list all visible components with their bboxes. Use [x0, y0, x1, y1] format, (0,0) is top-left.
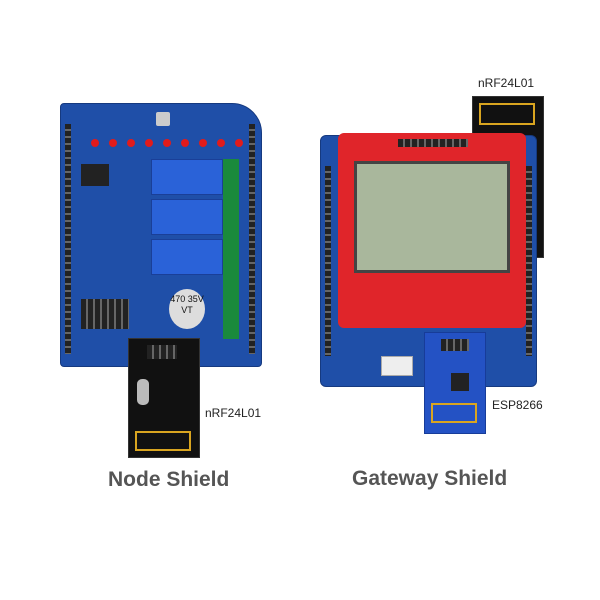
- node-shield-title: Node Shield: [108, 468, 230, 491]
- ic-chip: [81, 164, 109, 186]
- nokia-lcd-frame: [338, 133, 526, 328]
- capacitor: 470 35V VT: [169, 289, 205, 329]
- relay-2: [151, 199, 223, 235]
- pcb-antenna: [135, 431, 191, 451]
- esp8266-label: ESP8266: [492, 398, 543, 412]
- esp-pin-header: [441, 339, 469, 351]
- terminal-block: [223, 159, 239, 339]
- pin-header-right: [249, 124, 255, 354]
- connector: [381, 356, 413, 376]
- gateway-radio-label: nRF24L01: [478, 76, 535, 90]
- reset-button: [156, 112, 170, 126]
- node-radio-label: nRF24L01: [205, 406, 262, 420]
- nrf-pin-header: [147, 345, 177, 359]
- pcb-antenna: [431, 403, 477, 423]
- node-shield-board: 470 35V VT: [60, 103, 262, 367]
- relay-1: [151, 159, 223, 195]
- pin-header-block: [81, 299, 129, 329]
- pin-header-right: [526, 166, 532, 356]
- relay-3: [151, 239, 223, 275]
- esp-chip: [451, 373, 469, 391]
- lcd-pin-header: [398, 139, 468, 147]
- lcd-screen: [354, 161, 510, 273]
- esp8266-module: [424, 332, 486, 434]
- pin-header-left: [325, 166, 331, 356]
- node-nrf24l01-module: [128, 338, 200, 458]
- gateway-shield-title: Gateway Shield: [352, 467, 508, 490]
- pcb-antenna: [479, 103, 535, 125]
- crystal: [137, 379, 149, 405]
- pin-header-left: [65, 124, 71, 354]
- capacitor-label: 470 35V VT: [170, 294, 204, 315]
- led-row: [91, 139, 243, 147]
